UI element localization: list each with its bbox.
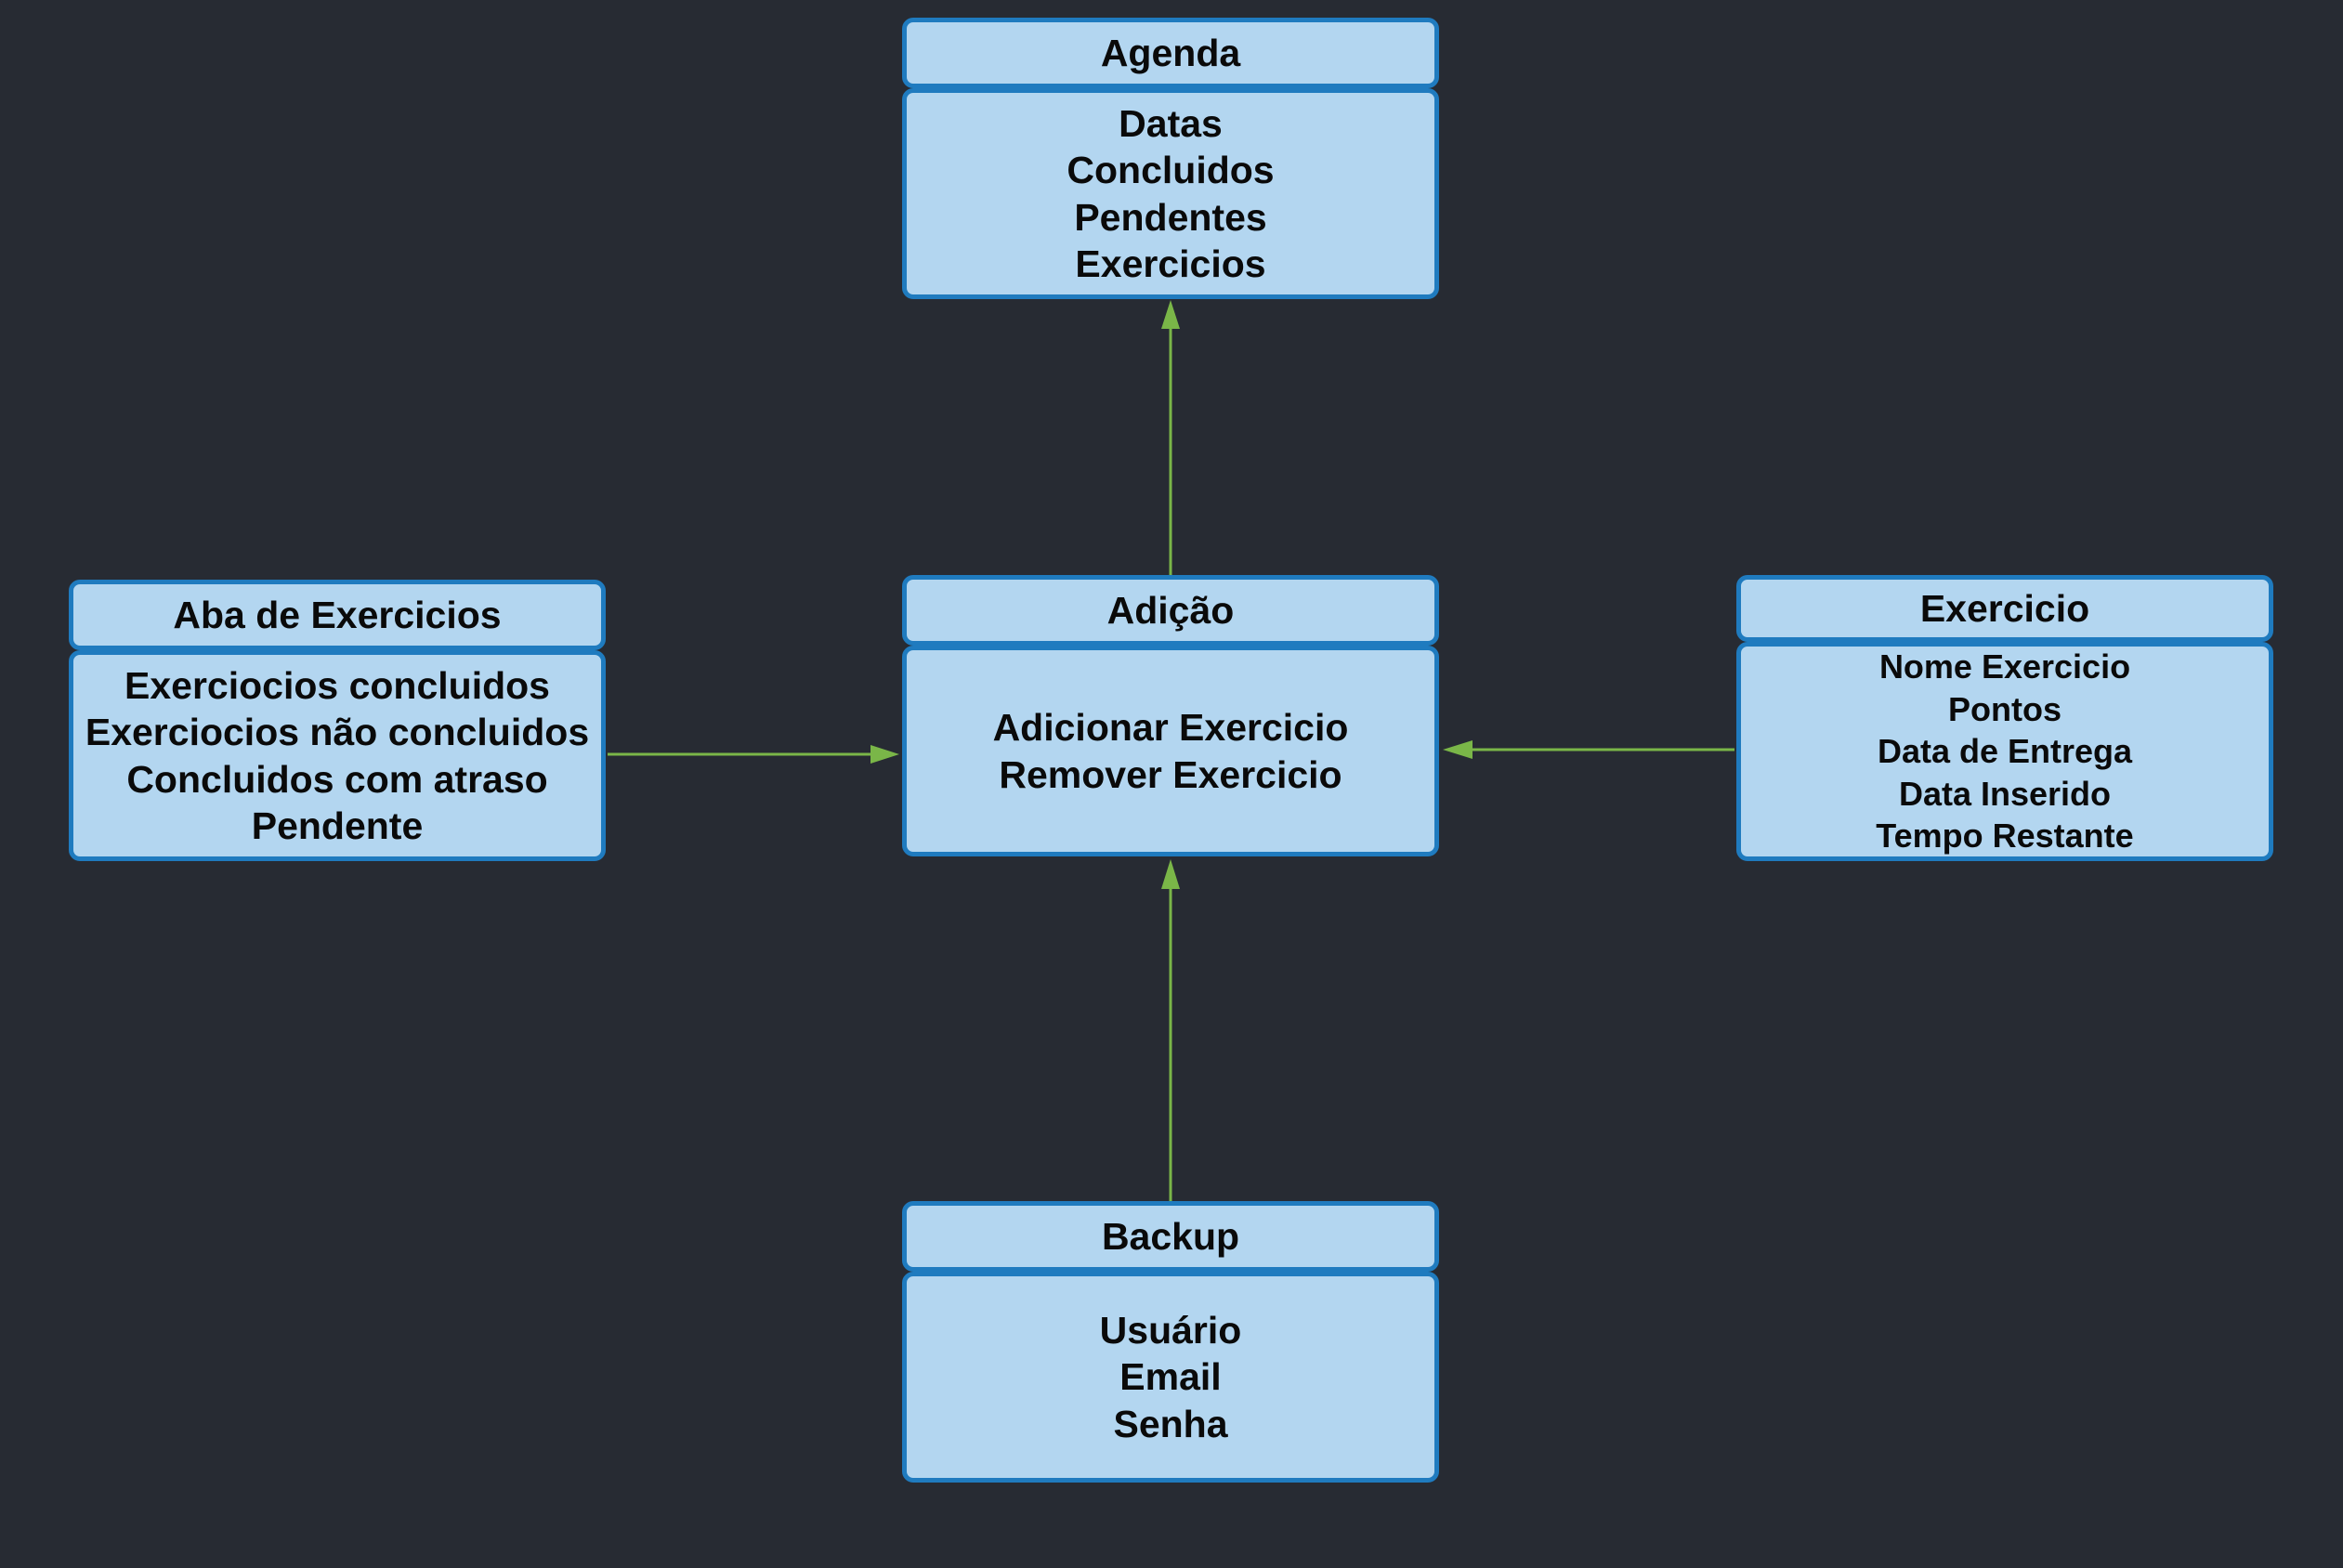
entity-title: Backup: [1101, 1214, 1240, 1258]
edge-exercicio-to-adicao: [1443, 740, 1734, 759]
attribute-item: Exerciocios não concluidos: [85, 711, 590, 753]
entity-title: Aba de Exercicios: [173, 593, 502, 636]
entity-header: Aba de Exercicios: [69, 580, 606, 650]
entity-title: Agenda: [1100, 31, 1241, 74]
attribute-item: Data de Entrega: [1877, 732, 2133, 771]
attribute-item: Senha: [1113, 1402, 1228, 1445]
attribute-item: Concluidos: [1067, 149, 1275, 191]
entity-header: Exercicio: [1736, 575, 2273, 642]
attribute-item: Exercicios: [1075, 242, 1266, 285]
edge-adicao-to-agenda: [1161, 300, 1180, 575]
edge-aba-exercicios-to-adicao: [608, 745, 899, 764]
attribute-item: Adicionar Exercicio: [992, 706, 1349, 749]
attribute-item: Datas: [1119, 101, 1223, 145]
edge-backup-to-adicao: [1161, 859, 1180, 1201]
attribute-item: Usuário: [1099, 1308, 1242, 1352]
attribute-item: Tempo Restante: [1876, 817, 2134, 856]
entity-attributes: Usuário Email Senha: [902, 1272, 1439, 1483]
attribute-item: Concluidos com atraso: [126, 757, 548, 801]
entity-title: Exercicio: [1919, 586, 2090, 630]
entity-attributes: Datas Concluidos Pendentes Exercicios: [902, 88, 1439, 299]
entity-attributes: Nome Exercicio Pontos Data de Entrega Da…: [1736, 642, 2273, 861]
entity-header: Backup: [902, 1201, 1439, 1272]
attribute-item: Pontos: [1948, 689, 2062, 728]
attribute-item: Exerciocios concluidos: [124, 663, 550, 707]
attribute-item: Pendente: [251, 804, 424, 847]
entity-attributes: Exerciocios concluidos Exerciocios não c…: [69, 650, 606, 861]
entity-header: Agenda: [902, 18, 1439, 88]
entity-attributes: Adicionar Exercicio Remover Exercicio: [902, 646, 1439, 856]
attribute-item: Pendentes: [1074, 195, 1267, 239]
attribute-item: Remover Exercicio: [999, 752, 1342, 796]
attribute-item: Nome Exercicio: [1878, 647, 2131, 686]
attribute-item: Email: [1119, 1355, 1222, 1399]
entity-title: Adição: [1106, 588, 1235, 632]
attribute-item: Data Inserido: [1898, 774, 2112, 813]
entity-header: Adição: [902, 575, 1439, 646]
